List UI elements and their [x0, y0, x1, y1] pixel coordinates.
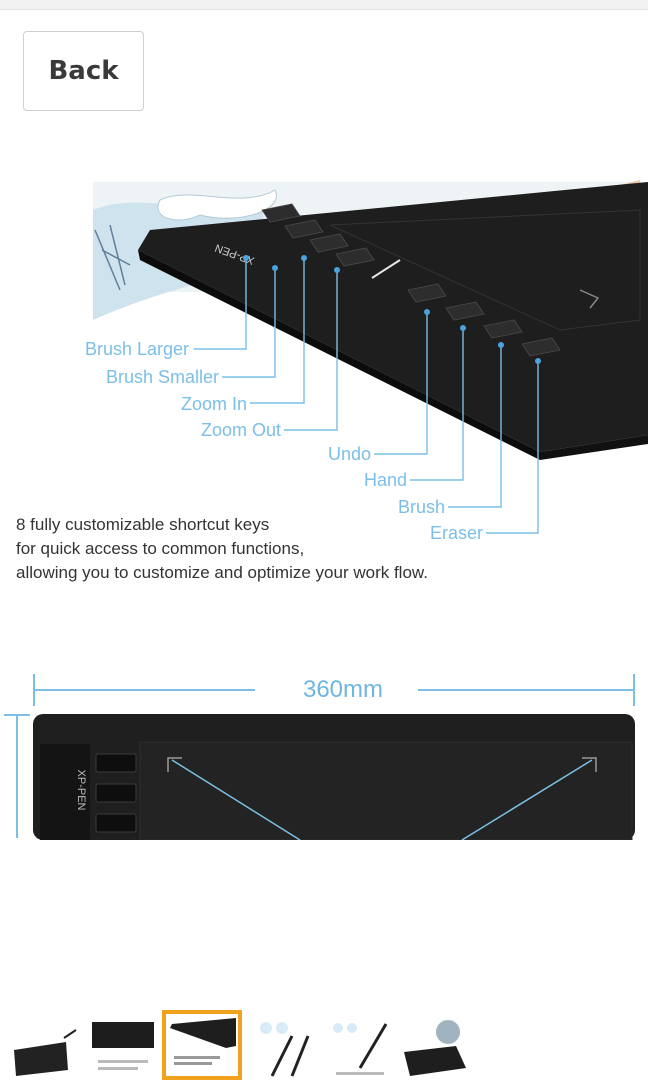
callout-zoom-out: Zoom Out	[201, 420, 281, 440]
thumbnail-1[interactable]	[6, 1016, 78, 1080]
width-dimension	[33, 674, 635, 706]
tablet-front-logo: XP-PEN	[75, 770, 87, 811]
thumbnail-5[interactable]	[326, 1016, 394, 1080]
callout-brush-larger: Brush Larger	[85, 339, 189, 359]
thumbnail-3-selected[interactable]	[162, 1010, 242, 1080]
active-area	[329, 209, 641, 331]
callout-undo: Undo	[328, 444, 371, 464]
corner-mark	[579, 289, 600, 309]
callout-hand: Hand	[364, 470, 407, 490]
front-key-2	[95, 783, 137, 803]
callout-zoom-in: Zoom In	[181, 394, 247, 414]
tablet-edge-right	[540, 435, 648, 460]
description-line-1: 8 fully customizable shortcut keys	[16, 515, 270, 534]
callout-eraser: Eraser	[430, 523, 483, 543]
width-label: 360mm	[303, 676, 383, 703]
description-line-2: for quick access to common functions,	[16, 539, 305, 558]
dimension-image: 360mm XP-PEN	[4, 674, 635, 840]
callout-brush: Brush	[398, 497, 445, 517]
thumbnail-gallery	[0, 1010, 648, 1080]
front-key-1	[95, 753, 137, 773]
feature-description: 8 fully customizable shortcut keys for q…	[16, 513, 486, 585]
logo-panel	[40, 744, 90, 840]
height-dimension	[4, 714, 30, 838]
front-key-3	[95, 813, 137, 833]
description-line-3: allowing you to customize and optimize y…	[16, 563, 428, 582]
artwork-grass	[94, 224, 131, 291]
corner-mark-tl	[167, 757, 182, 772]
callout-lines	[194, 255, 541, 534]
top-strip	[0, 0, 648, 10]
tablet-body	[138, 182, 648, 452]
diagonal-left	[171, 759, 301, 840]
shortcut-keys-image: XP-PEN Brush Larger Brush Smaller Zoom I…	[85, 180, 648, 543]
thumbnail-2[interactable]	[88, 1016, 158, 1080]
diagonal-right	[461, 759, 593, 840]
back-button[interactable]: Back	[23, 31, 144, 111]
thumbnail-6[interactable]	[400, 1016, 472, 1080]
callout-brush-smaller: Brush Smaller	[106, 367, 219, 387]
front-active-area	[139, 741, 633, 840]
shortcut-keys	[261, 203, 561, 357]
thumbnail-4[interactable]	[252, 1016, 320, 1080]
tablet-edge	[138, 250, 540, 460]
corner-mark-tr	[582, 757, 597, 772]
